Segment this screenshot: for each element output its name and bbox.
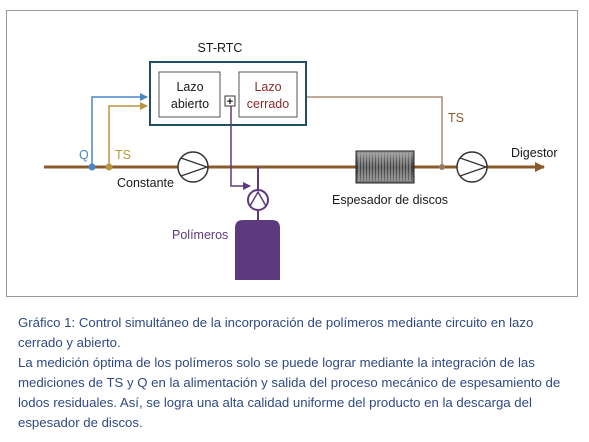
ts-outlet-label: TS bbox=[448, 111, 464, 125]
disc-thickener[interactable] bbox=[355, 150, 415, 184]
feed-pump[interactable] bbox=[177, 151, 209, 183]
figure-caption: Gráfico 1: Control simultáneo de la inco… bbox=[18, 313, 580, 433]
ts-inlet-measurement-point bbox=[105, 163, 113, 171]
closed-loop-label-line1: Lazo bbox=[254, 80, 281, 94]
polymer-control-line bbox=[230, 106, 251, 190]
caption-body: La medición óptima de los polímeros solo… bbox=[18, 355, 561, 430]
feed-pump-label: Constante bbox=[117, 176, 174, 190]
ts-outlet-signal-line bbox=[302, 96, 443, 167]
ts-inlet-signal-line bbox=[108, 102, 148, 167]
open-loop-label-line1: Lazo bbox=[176, 80, 203, 94]
open-loop-label-line2: abierto bbox=[171, 97, 209, 111]
figure-frame bbox=[6, 10, 578, 297]
caption-title: Gráfico 1: Control simultáneo de la inco… bbox=[18, 315, 534, 350]
process-diagram: ST-RTC Lazo abierto Lazo cerrado + Polím… bbox=[44, 41, 558, 280]
controller-title: ST-RTC bbox=[198, 41, 243, 55]
discharge-pump[interactable] bbox=[456, 151, 488, 183]
q-label: Q bbox=[79, 148, 89, 162]
closed-loop-label-line2: cerrado bbox=[247, 97, 289, 111]
thickener-label: Espesador de discos bbox=[332, 193, 448, 207]
summing-junction bbox=[224, 95, 236, 107]
polymer-tank[interactable] bbox=[235, 220, 280, 280]
q-measurement-point bbox=[88, 163, 96, 171]
summing-symbol: + bbox=[227, 96, 233, 108]
open-loop-box[interactable] bbox=[158, 71, 221, 118]
digester-label: Digestor bbox=[511, 146, 558, 160]
polymer-pump[interactable] bbox=[247, 189, 269, 211]
polymer-label: Polímeros bbox=[172, 228, 228, 242]
q-signal-line bbox=[91, 93, 148, 167]
closed-loop-box[interactable] bbox=[238, 71, 298, 118]
ts-outlet-measurement-point bbox=[439, 164, 445, 170]
ts-inlet-label: TS bbox=[115, 148, 131, 162]
